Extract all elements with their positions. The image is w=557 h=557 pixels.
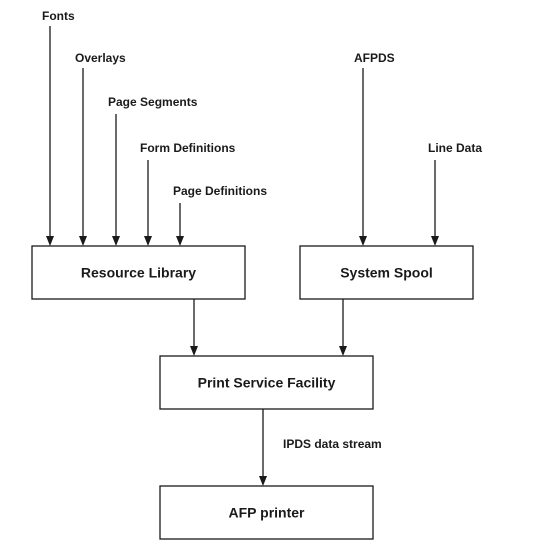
label-page-definitions: Page Definitions [173, 184, 267, 198]
arrow-system-spool-to-psf [339, 299, 347, 356]
label-fonts: Fonts [42, 9, 75, 23]
afp-printer-box: AFP printer [159, 485, 374, 540]
system-spool-box: System Spool [299, 245, 474, 300]
label-line-data: Line Data [428, 141, 482, 155]
resource-library-label: Resource Library [81, 265, 196, 281]
arrow-psf-to-afp-printer [259, 409, 267, 486]
label-form-definitions: Form Definitions [140, 141, 236, 155]
system-spool-label: System Spool [340, 265, 433, 281]
arrow-afpds [359, 68, 367, 246]
print-service-facility-box: Print Service Facility [159, 355, 374, 410]
arrow-resource-library-to-psf [190, 299, 198, 356]
arrow-line-data [431, 160, 439, 246]
arrow-form-definitions [144, 160, 152, 246]
arrow-fonts [46, 26, 54, 246]
arrow-page-segments [112, 114, 120, 246]
resource-library-box: Resource Library [31, 245, 246, 300]
label-overlays: Overlays [75, 51, 126, 65]
arrow-overlays [79, 68, 87, 246]
label-page-segments: Page Segments [108, 95, 198, 109]
label-afpds: AFPDS [354, 51, 395, 65]
print-service-facility-label: Print Service Facility [198, 375, 336, 391]
arrow-page-definitions [176, 203, 184, 246]
label-ipds-data-stream: IPDS data stream [283, 437, 382, 451]
afp-printer-label: AFP printer [229, 505, 306, 521]
